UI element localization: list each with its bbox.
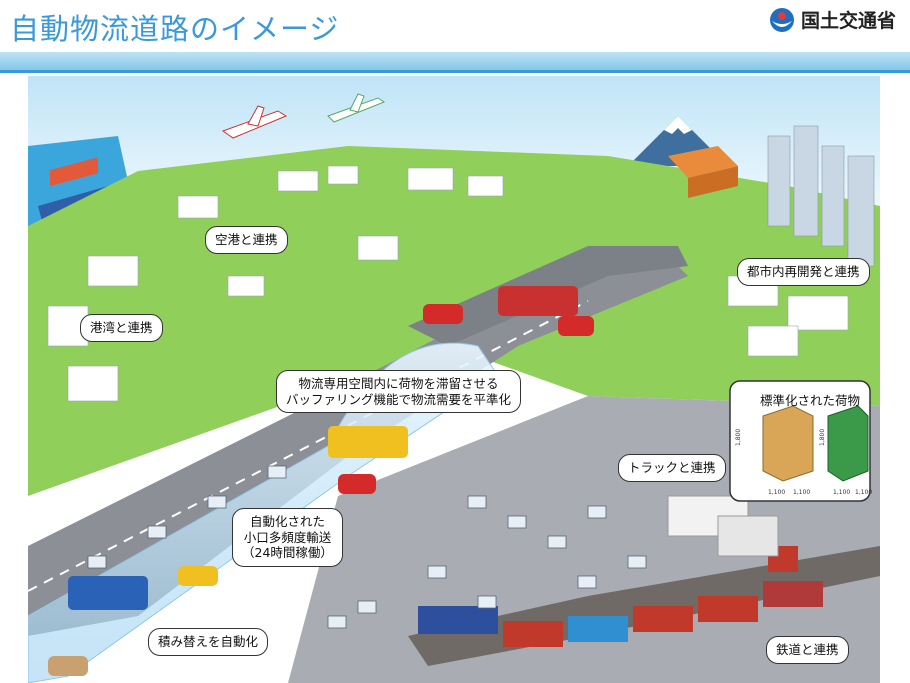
pallet-height-1: 1,800 [735,429,742,446]
callout-airport: 空港と連携 [205,226,288,254]
pallet-depth-2: 1,100 [855,489,872,496]
truck-icon [667,495,798,572]
page-title: 自動物流道路のイメージ [10,12,340,46]
callout-auto-line2: 小口多頻度輸送 [243,529,332,545]
bus-icon [498,286,578,316]
header-divider [0,70,910,73]
pallet-height-2: 1,800 [819,429,826,446]
freight-train-icon [418,581,823,647]
callout-auto-line3: （24時間稼働） [242,545,333,561]
pallet-inset: 1,800 1,100 1,100 1,800 1,100 1,100 [729,380,872,502]
callout-auto-line1: 自動化された [249,514,325,529]
bus-icon [68,576,148,610]
car-icon [338,474,376,494]
header: 自動物流道路のイメージ 国土交通省 [0,0,910,73]
airplane-icon [221,105,288,139]
car-icon [423,304,463,324]
pallet-width-1: 1,100 [768,489,785,496]
bus-icon [328,426,408,458]
pallet-width-2: 1,100 [833,489,850,496]
callout-buffering-line1: 物流専用空間内に荷物を滞留させる [298,376,499,391]
callout-buffering-line2: バッファリング機能で物流需要を平準化 [286,391,512,407]
city-blocks [47,165,849,402]
callout-urban: 都市内再開発と連携 [737,258,870,286]
car-icon [178,566,218,586]
pallet-depth-1: 1,100 [793,489,810,496]
callout-automated-transport: 自動化された 小口多頻度輸送 （24時間稼働） [232,508,343,567]
callout-port: 港湾と連携 [80,314,163,342]
car-icon [558,316,594,336]
callout-rail: 鉄道と連携 [766,636,849,664]
callout-buffering: 物流専用空間内に荷物を滞留させる バッファリング機能で物流需要を平準化 [276,370,522,414]
ministry-logo: 国土交通省 [769,6,896,33]
header-band [0,52,910,72]
car-icon [48,656,88,676]
callout-transfer: 積み替えを自動化 [148,628,269,656]
ministry-emblem-icon [769,7,794,32]
callout-truck: トラックと連携 [618,454,726,482]
ministry-name: 国土交通省 [800,10,896,32]
airplane-icon [327,93,386,123]
cargo-carts [87,465,647,629]
warehouse-icon [668,146,738,198]
callout-standard-cargo: 標準化された荷物 [760,393,861,408]
